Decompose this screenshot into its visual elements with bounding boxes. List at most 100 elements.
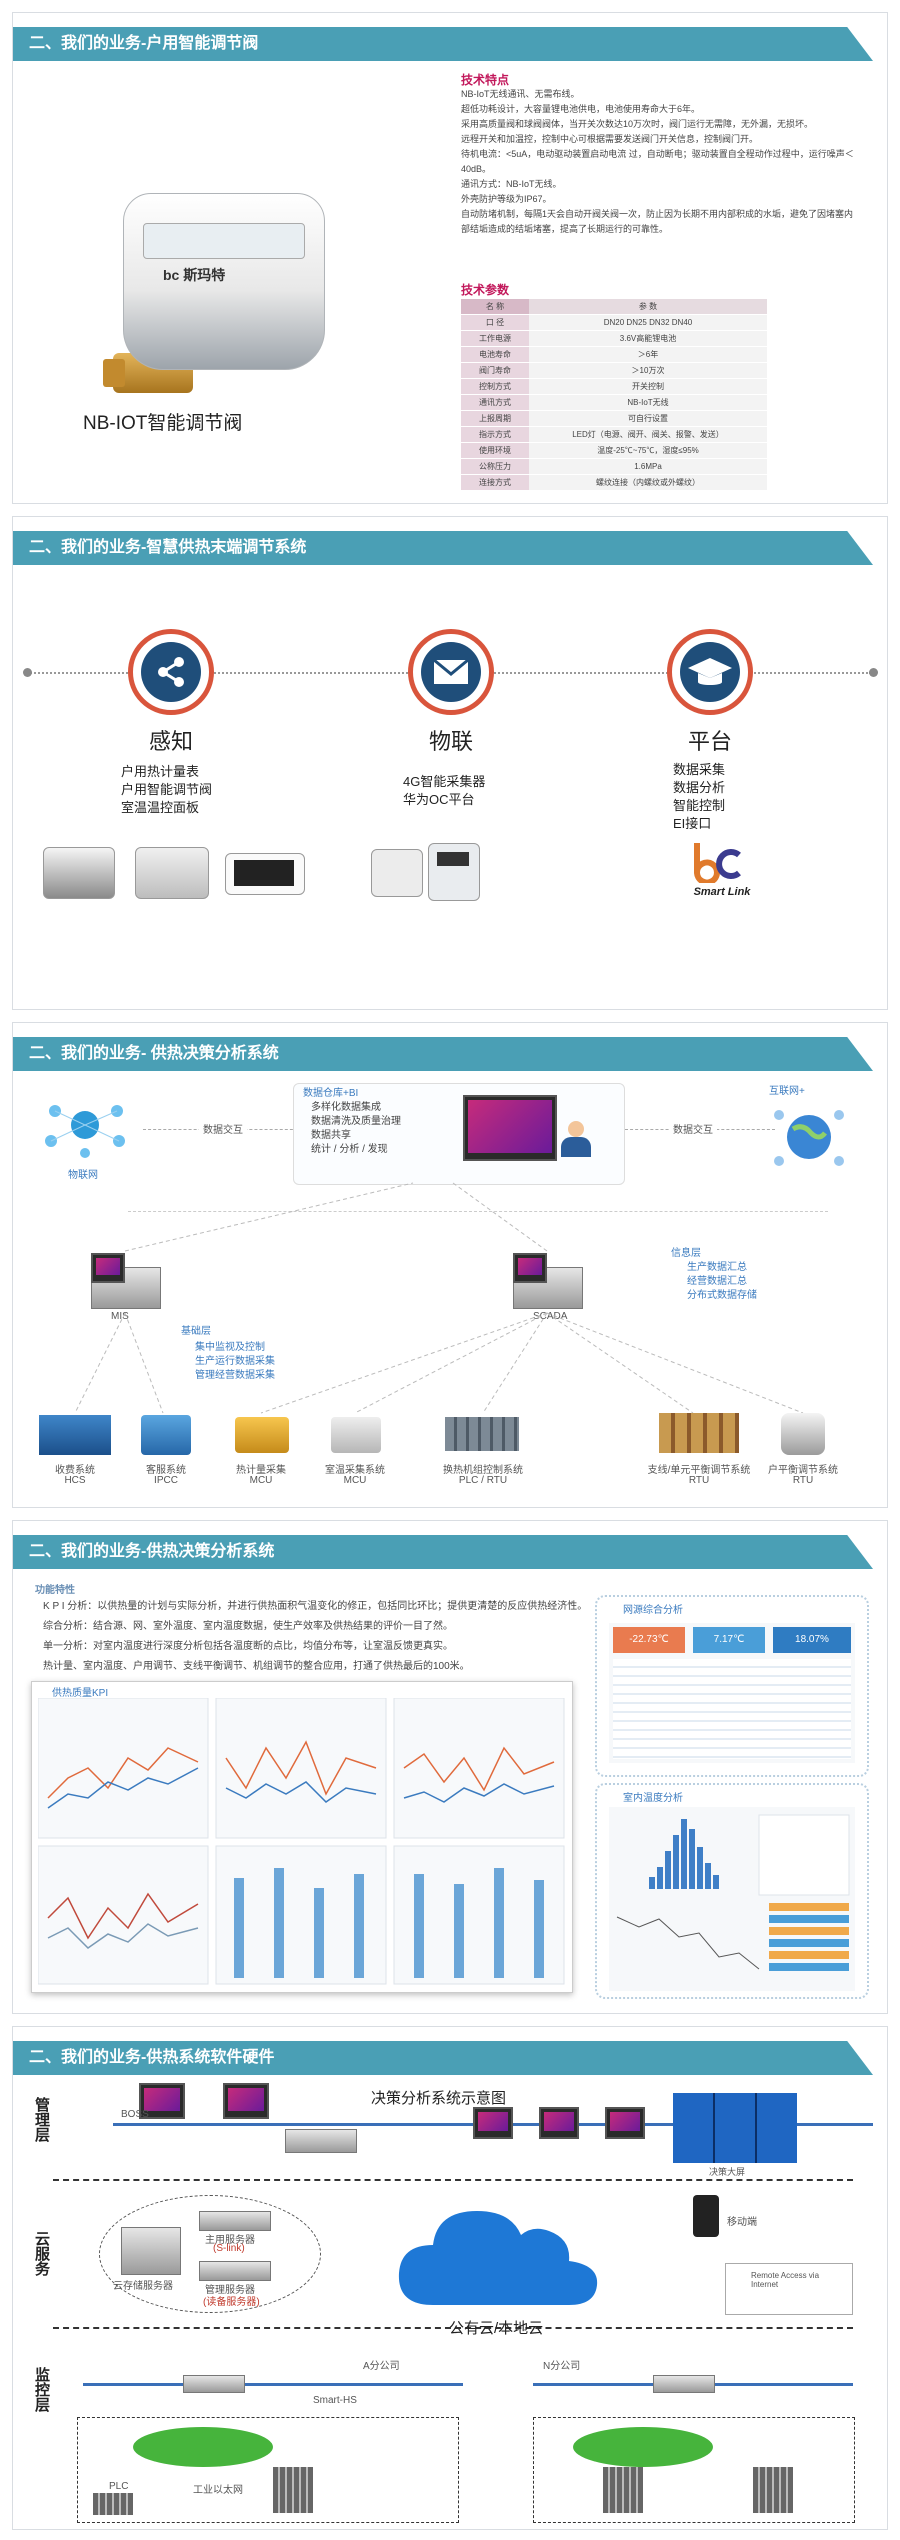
cloud-storage-label: 云存储服务器: [113, 2281, 173, 2292]
scada-label: SCADA: [533, 1311, 568, 1322]
spec-key: 连接方式: [461, 474, 529, 491]
table-header: 名 称: [461, 299, 529, 315]
plc-rack: [753, 2467, 793, 2513]
panel-smart-valve: 二、我们的业务-户用智能调节阀 bc 斯玛特 NB-IOT智能调节阀 技术特点 …: [12, 12, 888, 504]
node-name: 室温采集系统: [325, 1465, 385, 1476]
node-sub: IPCC: [154, 1475, 178, 1486]
data-center-items: 多样化数据集成 数据清洗及质量治理 数据共享 统计 / 分析 / 发现: [311, 1101, 401, 1157]
indoor-analysis-card: 室内温度分析: [595, 1783, 869, 1999]
workstation: [539, 2107, 579, 2139]
heat-meter-image: [43, 847, 115, 899]
cloud-label: 公有云/本地云: [449, 2320, 544, 2337]
backup-server-sub: (读备服务器): [203, 2297, 260, 2308]
mail-icon-badge: [408, 629, 494, 715]
data-table: [613, 1659, 851, 1759]
features-list: NB-IoT无线通讯、无需布线。 超低功耗设计，大容量锂电池供电，电池使用寿命大…: [461, 87, 861, 237]
list-item: 生产运行数据采集: [195, 1356, 275, 1367]
kpi-charts: [38, 1698, 565, 1985]
layer-divider: [53, 2327, 853, 2329]
feature-item: 采用高质量阀和球阀阀体，当开关次数达10万次时，阀门运行无需障，无外漏，无损坏。: [461, 119, 814, 129]
node-name: 换热机组控制系统: [443, 1465, 523, 1476]
features-heading: 技术特点: [461, 73, 510, 87]
cloud-shape: [393, 2195, 613, 2325]
workstation: [605, 2107, 645, 2139]
section-title: 二、我们的业务-供热决策分析系统: [13, 1535, 873, 1569]
kpi-dashboard: 供热质量KPI: [31, 1681, 573, 1993]
feature-item: 自动防堵机制，每隔1天会自动开阀关阀一次，防止因为长期不用内部积成的水垢，避免了…: [461, 209, 854, 234]
backup-server-label: 管理服务器: [205, 2285, 255, 2296]
main-server-sub: (S-link): [213, 2243, 245, 2254]
node-sub: RTU: [688, 1475, 710, 1486]
node-sub: HCS: [64, 1475, 86, 1486]
kpi-tile: -22.73℃: [613, 1627, 685, 1653]
main-server: [199, 2211, 271, 2231]
plc-rack: [273, 2467, 313, 2513]
spec-key: 工作电源: [461, 330, 529, 347]
backup-server: [199, 2261, 271, 2281]
info-layer-items: 生产数据汇总 经营数据汇总 分布式数据存储: [687, 1261, 757, 1303]
graduation-cap-icon-badge: [667, 629, 753, 715]
base-layer-items: 集中监视及控制 生产运行数据采集 管理经营数据采集: [195, 1341, 275, 1383]
feature-item: 外壳防护等级为IP67。: [461, 194, 552, 204]
column-items: 数据采集 数据分析 智能控制 EI接口: [673, 761, 725, 833]
timeline-dot: [23, 668, 32, 677]
share-icon-badge: [128, 629, 214, 715]
spec-value: 螺纹连接（内螺纹或外螺纹）: [529, 474, 767, 491]
features-heading: 功能特性: [35, 1585, 75, 1596]
list-item: 数据清洗及质量治理: [311, 1116, 401, 1127]
smart-hs-server: [653, 2375, 715, 2393]
spec-value: NB-IoT无线: [529, 394, 767, 411]
list-item: 统计 / 分析 / 发现: [311, 1144, 388, 1155]
heat-meter-node: [235, 1417, 289, 1453]
data-exchange-left: 数据交互: [199, 1121, 247, 1136]
layer-divider: [53, 2179, 853, 2181]
feature-lines: K P I 分析：以供热量的计划与实际分析，并进行供热面积气温变化的修正，包括同…: [43, 1597, 603, 1677]
spec-key: 使用环境: [461, 442, 529, 459]
boss-monitor: [139, 2083, 185, 2119]
kpi-tile: 18.07%: [773, 1627, 851, 1653]
station-b-label: N分公司: [543, 2361, 581, 2372]
kpi-label: 供热质量KPI: [52, 1688, 109, 1699]
hcs-node: [39, 1415, 111, 1455]
zone-a: [77, 2417, 459, 2523]
plc-node: [445, 1417, 519, 1451]
column-items: 4G智能采集器 华为OC平台: [403, 773, 485, 809]
section-title: 二、我们的业务- 供热决策分析系统: [13, 1037, 873, 1071]
big-screen-wall: [673, 2093, 797, 2163]
feature-item: NB-IoT无线通讯、无需布线。: [461, 89, 580, 99]
node-name: 收费系统: [55, 1465, 95, 1476]
iot-network-image: [35, 1095, 135, 1161]
mis-server: [91, 1267, 161, 1309]
smart-hs-server: [183, 2375, 245, 2393]
list-item: 数据分析: [673, 780, 726, 795]
thermostat-image: [225, 853, 305, 895]
list-item: 户用热计量表: [121, 764, 200, 779]
remote-access-box: [725, 2263, 853, 2315]
mobile-label: 移动端: [727, 2217, 757, 2228]
node-name: 热计量采集: [236, 1465, 286, 1476]
feature-line: K P I 分析：以供热量的计划与实际分析，并进行供热面积气温变化的修正，包括同…: [43, 1601, 588, 1612]
valve-image: bc 斯玛特: [103, 163, 333, 393]
smart-hs-label: Smart-HS: [313, 2395, 357, 2406]
list-item: 数据共享: [311, 1130, 351, 1141]
timeline-dot: [869, 668, 878, 677]
spec-value: ＞6年: [529, 346, 767, 363]
office-monitor: [223, 2083, 269, 2119]
table-header: 参 数: [529, 299, 767, 315]
list-item: 室温温控面板: [121, 800, 200, 815]
table-row: 使用环境温度-25℃~75℃，湿度≤95%: [461, 442, 767, 459]
node-sub: MCU: [249, 1475, 273, 1486]
feature-line: 热计量、室内温度、户用调节、支线平衡调节、机组调节的整合应用，打通了供热最后的1…: [43, 1661, 470, 1672]
list-item: 数据采集: [673, 762, 726, 777]
table-row: 控制方式开关控制: [461, 378, 767, 395]
node-name: 户平衡调节系统: [768, 1465, 838, 1476]
list-item: 智能控制: [673, 798, 726, 813]
data-center-title: 数据仓库+BI: [303, 1088, 359, 1099]
valve-image: [135, 847, 209, 899]
spec-value: 1.6MPa: [529, 458, 767, 475]
list-item: 分布式数据存储: [687, 1290, 757, 1301]
spec-value: LED灯（电源、阀开、阀关、报警、发送）: [529, 426, 767, 443]
product-caption: NB-IOT智能调节阀: [83, 413, 243, 434]
